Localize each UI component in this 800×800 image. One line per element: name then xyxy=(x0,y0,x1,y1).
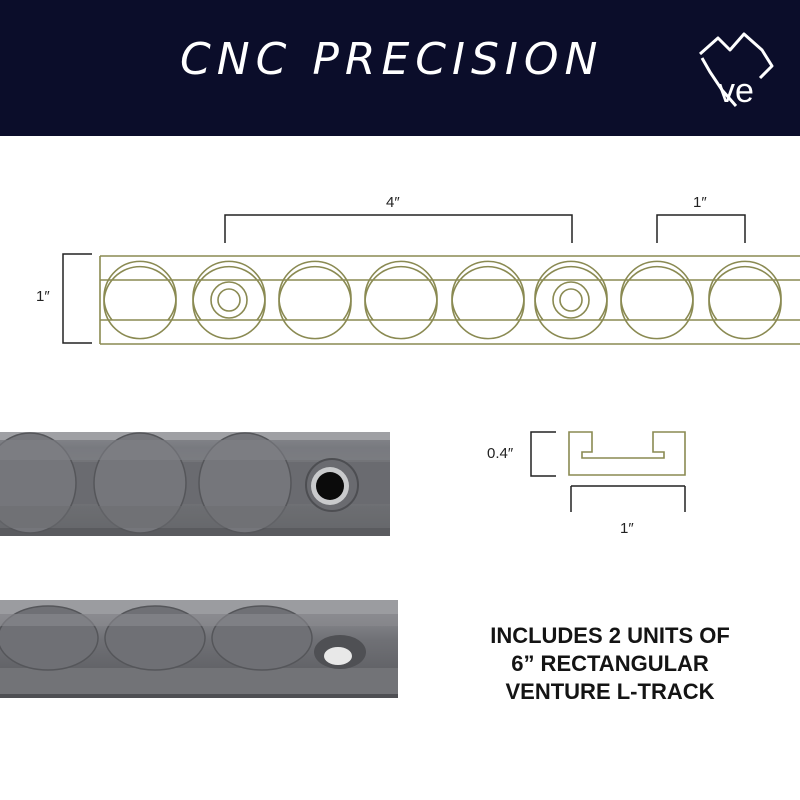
bolt-hole xyxy=(217,288,241,312)
track-cutout-top xyxy=(459,265,517,281)
header-banner: CNC PRECISION ve xyxy=(0,0,800,136)
height-dimension-label: 0.4″ xyxy=(487,445,514,462)
track-cutout xyxy=(708,260,782,321)
track-cutout-top xyxy=(628,265,686,281)
track-cutout xyxy=(451,260,525,321)
promo-text: INCLUDES 2 UNITS OF 6” RECTANGULAR VENTU… xyxy=(440,622,780,706)
track-cutout xyxy=(103,260,177,321)
track-photo-2 xyxy=(0,600,398,698)
track-cutout-top xyxy=(372,265,430,281)
bolt-hole xyxy=(552,281,590,319)
track-cutout-top xyxy=(542,265,600,281)
track-cutout-top xyxy=(200,265,258,281)
logo-text: ve xyxy=(718,72,754,110)
promo-line-1: INCLUDES 2 UNITS OF xyxy=(490,623,730,648)
bolt-hole xyxy=(559,288,583,312)
track-cutout xyxy=(192,260,266,321)
promo-line-2: 6” RECTANGULAR xyxy=(511,651,709,676)
header-title: CNC PRECISION xyxy=(180,34,604,85)
bolt-hole xyxy=(210,281,248,319)
width-dimension-label: 1″ xyxy=(36,288,50,305)
slot-dimension-label: 1″ xyxy=(693,194,707,211)
profile-width-label: 1″ xyxy=(620,520,634,537)
track-cutout xyxy=(620,260,694,321)
track-cutout xyxy=(534,260,608,321)
venture-logo-icon: ve xyxy=(699,32,774,110)
track-cutout xyxy=(364,260,438,321)
track-cutout-top xyxy=(716,265,774,281)
track-cutout-top xyxy=(286,265,344,281)
track-photo-1 xyxy=(0,432,390,536)
track-cutout-top xyxy=(111,265,169,281)
promo-line-3: VENTURE L-TRACK xyxy=(505,679,715,704)
spacing-dimension-label: 4″ xyxy=(386,194,400,211)
track-cutout xyxy=(278,260,352,321)
